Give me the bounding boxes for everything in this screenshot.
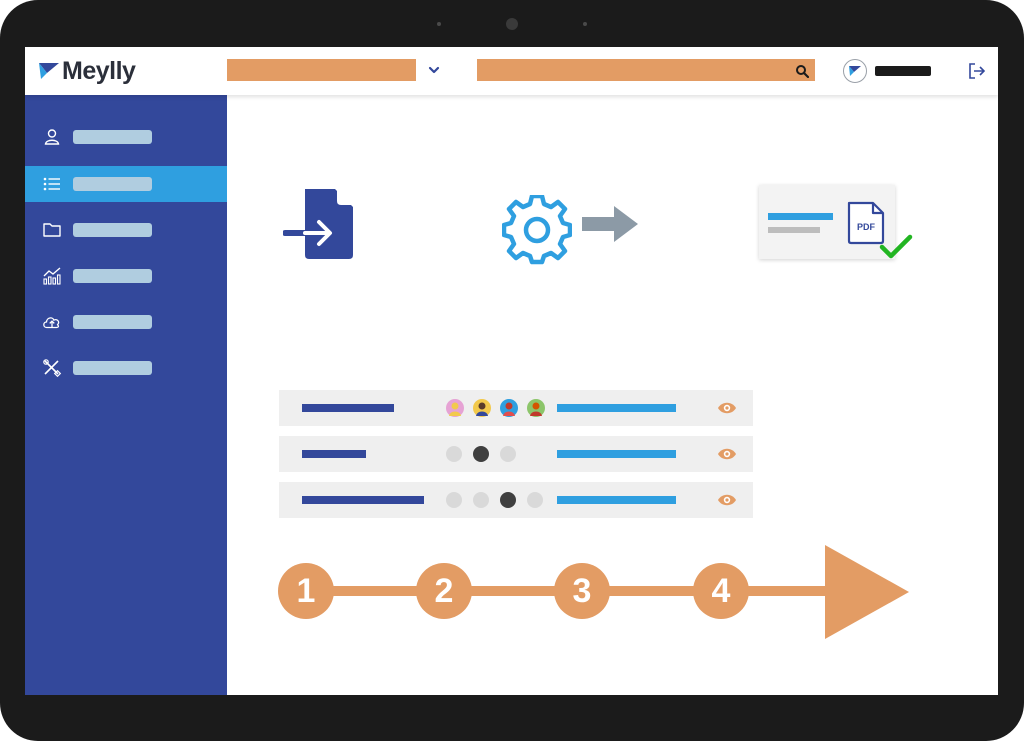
checkmark-icon	[879, 234, 913, 259]
user-icon	[44, 129, 60, 145]
sidebar-item-label	[73, 269, 152, 283]
arrow-right-icon	[582, 206, 638, 242]
sidebar-item-label	[73, 223, 152, 237]
table-row[interactable]	[279, 436, 753, 472]
camera-icon	[506, 18, 518, 30]
document-title-line	[768, 213, 833, 220]
file-import-icon	[283, 189, 353, 259]
sensor-dot	[437, 22, 441, 26]
participant-avatar	[446, 399, 464, 417]
sidebar-item-list[interactable]	[25, 166, 227, 202]
search-input[interactable]	[477, 59, 815, 81]
eye-icon[interactable]	[717, 400, 737, 416]
step-4: 4	[693, 563, 749, 619]
pdf-output-card: PDF	[759, 185, 895, 259]
participant-avatar	[527, 399, 545, 417]
cloud-upload-icon	[43, 317, 60, 329]
participant-avatar	[473, 399, 491, 417]
app-logo-text: Meylly	[62, 57, 136, 85]
progress-dot	[446, 492, 462, 508]
sidebar	[25, 95, 227, 695]
row-link[interactable]	[557, 404, 676, 412]
list-icon	[43, 177, 60, 191]
sidebar-item-label	[73, 177, 152, 191]
eye-icon[interactable]	[717, 492, 737, 508]
table-row[interactable]	[279, 390, 753, 426]
gear-icon	[502, 195, 572, 265]
row-link[interactable]	[557, 450, 676, 458]
sensor-dot	[583, 22, 587, 26]
tools-icon	[43, 359, 62, 378]
user-name	[875, 66, 931, 76]
row-title	[302, 450, 366, 458]
progress-dot	[473, 446, 489, 462]
search-icon[interactable]	[795, 64, 809, 78]
participant-avatar	[500, 399, 518, 417]
progress-dot	[446, 446, 462, 462]
app-logo[interactable]: Meylly	[39, 57, 136, 86]
folder-icon	[43, 223, 61, 237]
sidebar-item-folder[interactable]	[25, 212, 227, 248]
pdf-file-icon: PDF	[847, 201, 885, 245]
row-link[interactable]	[557, 496, 676, 504]
table-row[interactable]	[279, 482, 753, 518]
progress-dot	[527, 492, 543, 508]
sidebar-item-label	[73, 361, 152, 375]
row-title	[302, 496, 424, 504]
progress-dot	[500, 446, 516, 462]
sidebar-item-upload[interactable]	[25, 304, 227, 340]
app-screen: Meylly	[25, 47, 998, 695]
arrow-head-icon	[825, 545, 909, 639]
progress-dot	[473, 492, 489, 508]
sidebar-item-chart[interactable]	[25, 258, 227, 294]
step-1: 1	[278, 563, 334, 619]
step-2: 2	[416, 563, 472, 619]
sidebar-item-label	[73, 315, 152, 329]
chevron-down-icon[interactable]	[425, 61, 443, 79]
steps-timeline: 1 2 3 4	[275, 543, 915, 643]
progress-dot	[500, 492, 516, 508]
logout-icon[interactable]	[967, 61, 987, 81]
sidebar-item-tools[interactable]	[25, 350, 227, 386]
context-select[interactable]	[227, 59, 416, 81]
sidebar-item-user[interactable]	[25, 119, 227, 155]
logo-mark-icon	[849, 66, 861, 76]
eye-icon[interactable]	[717, 446, 737, 462]
sidebar-item-label	[73, 130, 152, 144]
chart-icon	[43, 267, 61, 285]
pdf-badge: PDF	[857, 222, 876, 232]
top-bar: Meylly	[25, 47, 998, 95]
logo-mark-icon	[39, 62, 59, 79]
user-avatar[interactable]	[843, 59, 867, 83]
step-3: 3	[554, 563, 610, 619]
document-subtitle-line	[768, 227, 820, 233]
row-title	[302, 404, 394, 412]
